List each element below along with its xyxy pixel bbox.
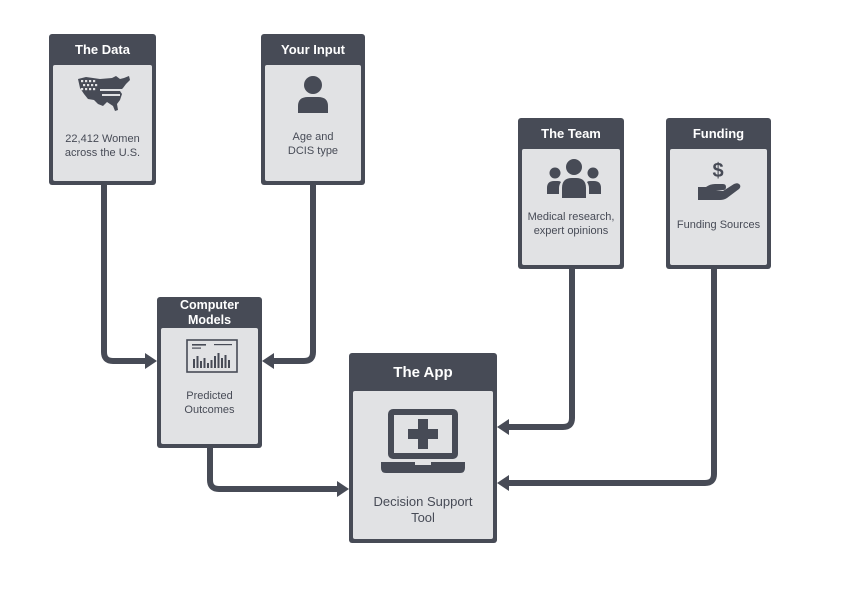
node-team: The Team Medical research, expert opinio…	[518, 118, 624, 269]
connector-data-to-models	[101, 184, 146, 364]
connector-models-to-app	[207, 446, 338, 492]
arrowhead-team-to-app	[497, 419, 509, 435]
node-app-body: Decision Support Tool	[353, 391, 493, 539]
connector-input-to-models	[274, 184, 316, 364]
node-models-body: Predicted Outcomes	[161, 328, 258, 444]
node-data-text: 22,412 Women across the U.S.	[64, 133, 141, 159]
group-icon	[547, 159, 601, 198]
node-input-title: Your Input	[280, 42, 346, 57]
svg-text:$: $	[712, 160, 723, 182]
node-app-title: The App	[393, 364, 453, 381]
bar-chart-icon	[186, 339, 238, 373]
node-funding: Funding $ Funding Sources	[666, 118, 771, 269]
laptop-plus-icon	[381, 409, 465, 473]
arrowhead-funding-to-app	[497, 475, 509, 491]
node-models-text: Predicted Outcomes	[184, 390, 235, 416]
node-data-title: The Data	[75, 42, 130, 57]
node-app-text: Decision Support Tool	[373, 494, 473, 526]
node-input-body: Age and DCIS type	[265, 65, 361, 181]
node-team-text: Medical research, expert opinions	[527, 211, 615, 237]
node-funding-title: Funding	[692, 126, 745, 141]
node-models-title: Computer Models	[179, 298, 240, 327]
arrowhead-models-to-app	[337, 481, 349, 497]
node-funding-body: $ Funding Sources	[670, 149, 767, 265]
arrowhead-data-to-models	[145, 353, 157, 369]
node-team-body: Medical research, expert opinions	[522, 149, 620, 265]
node-data-body: 22,412 Women across the U.S.	[53, 65, 152, 181]
node-input: Your Input Age and DCIS type	[261, 34, 365, 185]
connector-team-to-app	[508, 268, 575, 430]
node-models: Computer Models Predicted Outcomes	[157, 297, 262, 448]
arrowhead-input-to-models	[262, 353, 274, 369]
node-team-title: The Team	[541, 126, 601, 141]
person-icon	[298, 76, 328, 113]
node-input-text: Age and DCIS type	[287, 131, 339, 157]
node-funding-text: Funding Sources	[676, 219, 761, 231]
usa-map-icon	[78, 76, 130, 111]
connector-funding-to-app	[508, 268, 717, 486]
node-app: The App Decision Support Tool	[349, 353, 497, 543]
node-data: The Data 22,412 Women across the U.S.	[49, 34, 156, 185]
dollar-hand-icon: $	[698, 160, 741, 200]
